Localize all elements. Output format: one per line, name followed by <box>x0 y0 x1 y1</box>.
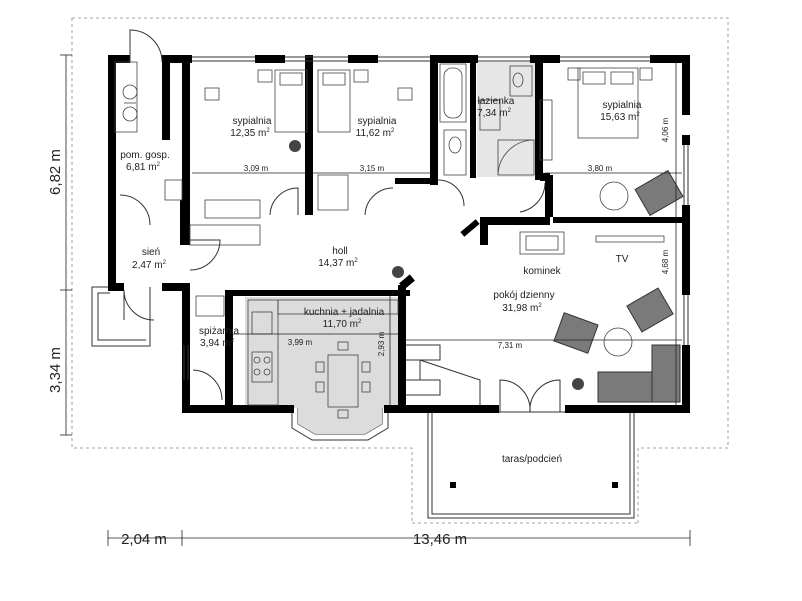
room-name-bedroom-2: sypialnia <box>358 116 397 127</box>
room-area-bedroom-1: 12,35 m <box>230 128 266 139</box>
doors <box>119 29 561 413</box>
dim-height-bottom: 3,34 m <box>47 347 64 393</box>
room-name-kitchen: kuchnia + jadalnia <box>304 307 385 318</box>
dim-bedroom-3-width: 3,80 m <box>588 164 613 173</box>
living-furniture <box>519 169 684 403</box>
room-area-sup-bathroom: 2 <box>508 108 512 114</box>
room-area-utility: 6,81 m <box>126 162 157 173</box>
svg-text:12,35 m2: 12,35 m2 <box>230 128 270 139</box>
dim-bedroom-3-height: 4,06 m <box>661 117 670 142</box>
roof-outline <box>71 17 729 524</box>
bathroom-fixtures <box>439 63 535 176</box>
dim-bedroom-1-width: 3,09 m <box>244 164 269 173</box>
dim-bedroom-2-width: 3,15 m <box>360 164 385 173</box>
dim-kitchen-height: 2,93 m <box>377 331 386 356</box>
dim-height-top: 6,82 m <box>47 149 64 195</box>
room-name-hall: holl <box>332 246 348 257</box>
svg-text:6,81 m2: 6,81 m2 <box>126 162 161 173</box>
room-area-sup-vestibule: 2 <box>163 260 167 266</box>
wardrobes <box>114 61 349 246</box>
svg-text:2,47 m2: 2,47 m2 <box>132 260 167 271</box>
svg-text:11,62 m2: 11,62 m2 <box>356 128 395 139</box>
kitchen-fixtures <box>195 295 399 419</box>
room-name-pantry: spiżarnia <box>199 326 239 337</box>
room-area-vestibule: 2,47 m <box>132 260 163 271</box>
svg-text:3,94 m2: 3,94 m2 <box>200 338 235 349</box>
svg-text:14,37 m2: 14,37 m2 <box>318 258 358 269</box>
plants <box>289 140 584 390</box>
kitchen-floor <box>245 297 400 408</box>
room-area-sup-bedroom-1: 2 <box>266 128 270 134</box>
svg-text:15,63 m2: 15,63 m2 <box>600 112 640 123</box>
label-fireplace: kominek <box>523 266 561 277</box>
room-area-sup-hall: 2 <box>354 258 358 264</box>
room-area-sup-bedroom-3: 2 <box>636 112 640 118</box>
stairs <box>406 344 481 405</box>
room-name-utility: pom. gosp. <box>120 150 169 161</box>
svg-text:7,34 m2: 7,34 m2 <box>477 108 512 119</box>
kitchen-bay-floor <box>298 408 382 434</box>
room-area-sup-utility: 2 <box>157 162 161 168</box>
room-name-vestibule: sień <box>142 247 160 258</box>
room-labels: sypialnia 12,35 m2 sypialnia 11,62 m2 ła… <box>120 96 642 465</box>
bathroom-floor <box>477 62 535 177</box>
bicycle-icon <box>122 84 138 122</box>
svg-text:11,70 m2: 11,70 m2 <box>323 319 362 330</box>
room-area-sup-bedroom-2: 2 <box>391 128 395 134</box>
svg-text:31,98 m2: 31,98 m2 <box>502 303 542 314</box>
walls <box>108 55 690 413</box>
room-area-sup-living: 2 <box>538 303 542 309</box>
windows <box>183 56 689 380</box>
dim-living-height: 4,68 m <box>661 249 670 274</box>
terrace <box>427 411 635 519</box>
room-name-bathroom: łazienka <box>478 96 515 107</box>
room-area-sup-pantry: 2 <box>231 338 235 344</box>
beds <box>204 67 653 161</box>
room-area-hall: 14,37 m <box>318 258 354 269</box>
room-area-bedroom-2: 11,62 m <box>356 128 391 139</box>
room-name-bedroom-3: sypialnia <box>603 100 642 111</box>
room-name-bedroom-1: sypialnia <box>233 116 272 127</box>
dim-width-main: 13,46 m <box>413 531 467 548</box>
room-area-sup-kitchen: 2 <box>358 319 362 325</box>
dimension-labels: 3,09 m 3,15 m 3,80 m 4,06 m 4,68 m 3,99 … <box>47 117 670 548</box>
room-area-bathroom: 7,34 m <box>477 108 508 119</box>
dim-kitchen-width: 3,99 m <box>288 338 313 347</box>
dimension-lines <box>60 54 691 546</box>
label-terrace: taras/podcień <box>502 454 562 465</box>
entry-porch <box>91 286 151 347</box>
room-area-kitchen: 11,70 m <box>323 319 358 330</box>
room-area-pantry: 3,94 m <box>200 338 231 349</box>
dim-width-left: 2,04 m <box>121 531 167 548</box>
room-name-living: pokój dzienny <box>493 290 554 301</box>
label-tv: TV <box>616 254 629 265</box>
room-area-bedroom-3: 15,63 m <box>600 112 636 123</box>
room-area-living: 31,98 m <box>502 303 538 314</box>
dim-living-width: 7,31 m <box>498 341 523 350</box>
